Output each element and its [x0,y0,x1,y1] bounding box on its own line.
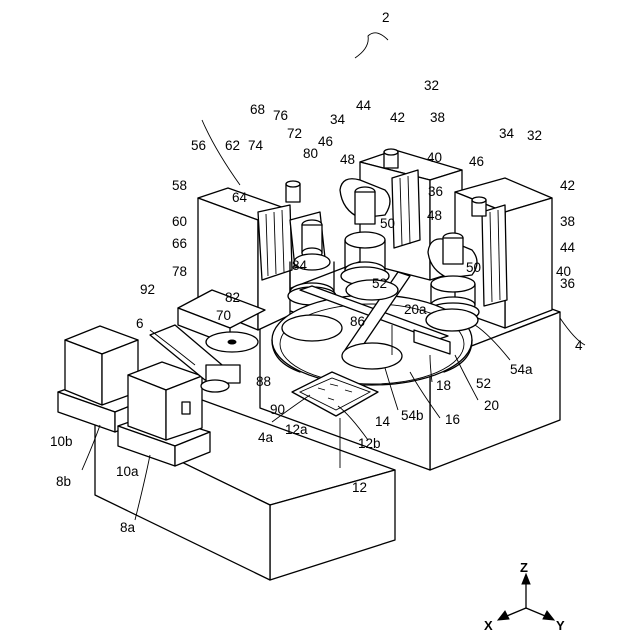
label-48-right: 48 [427,208,442,223]
label-20: 20 [484,398,499,413]
label-82: 82 [225,290,240,305]
label-12: 12 [352,480,367,495]
label-44-rear: 44 [356,98,372,113]
label-86: 86 [350,314,365,329]
label-74: 74 [248,138,264,153]
label-34-right: 34 [499,126,515,141]
label-32-rear: 32 [424,78,439,93]
label-84: 84 [292,258,308,273]
label-20a: 20a [404,302,427,317]
label-16: 16 [445,412,460,427]
label-68: 68 [250,102,265,117]
label-40-rear: 40 [427,150,442,165]
label-58: 58 [172,178,187,193]
label-88: 88 [256,374,271,389]
label-46-rear: 46 [318,134,333,149]
label-54b: 54b [401,408,424,423]
label-4: 4 [575,338,583,353]
axis-label-x: X [484,618,493,633]
cassette-10b [65,326,138,405]
label-38-rear: 38 [430,110,445,125]
label-78: 78 [172,264,187,279]
label-42-rear: 42 [390,110,405,125]
label-32-right: 32 [527,128,542,143]
label-44-right: 44 [560,240,576,255]
label-6: 6 [136,316,144,331]
label-90: 90 [270,402,285,417]
label-10b: 10b [50,434,73,449]
axis-label-y: Y [556,618,565,633]
label-10a: 10a [116,464,139,479]
label-52-lower: 52 [476,376,491,391]
label-80: 80 [303,146,318,161]
label-18: 18 [436,378,451,393]
label-48-rear: 48 [340,152,355,167]
label-76: 76 [273,108,288,123]
cassette-10a [128,362,202,440]
label-70: 70 [216,308,231,323]
label-38-right: 38 [560,214,575,229]
axis-label-z: Z [520,560,528,575]
axis-indicator [498,574,554,620]
label-14: 14 [375,414,391,429]
label-56: 56 [191,138,206,153]
label-50-right: 50 [466,260,481,275]
label-60: 60 [172,214,187,229]
label-54a: 54a [510,362,533,377]
figure-number: 2 [382,10,390,25]
label-42-right: 42 [560,178,575,193]
label-36-rear: 36 [428,184,443,199]
label-72: 72 [287,126,302,141]
label-8a: 8a [120,520,136,535]
label-66: 66 [172,236,187,251]
label-12b: 12b [358,436,381,451]
label-92: 92 [140,282,155,297]
label-12a: 12a [285,422,308,437]
label-34-rear: 34 [330,112,346,127]
label-62: 62 [225,138,240,153]
label-8b: 8b [56,474,71,489]
label-46-right: 46 [469,154,484,169]
label-64: 64 [232,190,248,205]
label-4a: 4a [258,430,274,445]
label-50-rear: 50 [380,216,395,231]
label-40-right: 40 [556,264,571,279]
label-52-upper: 52 [372,276,387,291]
